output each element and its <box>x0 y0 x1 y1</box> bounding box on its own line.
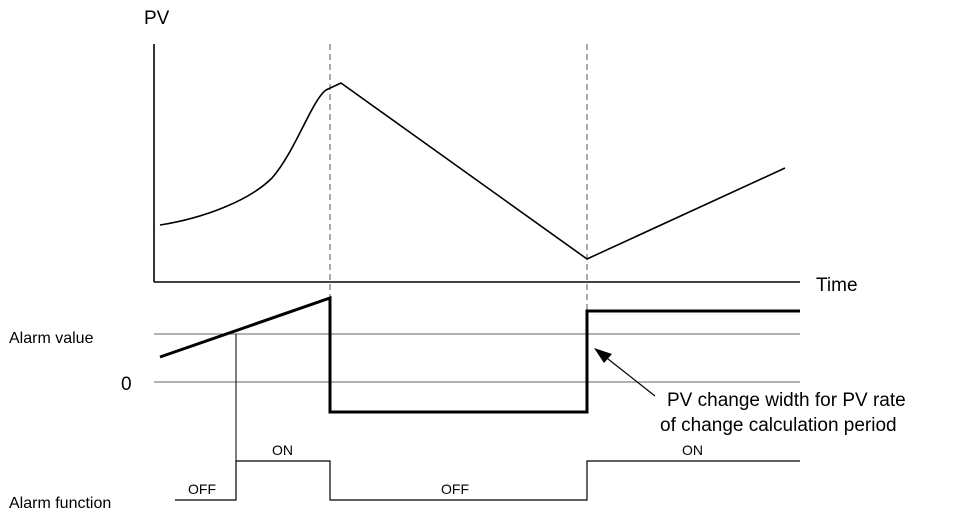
zero-label: 0 <box>121 374 132 395</box>
alarm-function-label: Alarm function <box>9 495 111 512</box>
rate-of-change-waveform <box>159 295 800 414</box>
annotation-text-line-1: PV change width for PV rate <box>667 390 906 411</box>
state-off-label-1: OFF <box>188 481 216 497</box>
annotation-text-line-2: of change calculation period <box>660 415 897 436</box>
alarm-value-label: Alarm value <box>9 330 94 347</box>
time-axis-label: Time <box>816 275 858 296</box>
state-off-label-2: OFF <box>441 481 469 497</box>
pv-curve <box>159 82 786 260</box>
annotation-arrowhead <box>594 348 612 363</box>
state-on-label-1: ON <box>272 442 293 458</box>
pv-axis-label: PV <box>144 8 170 29</box>
state-on-label-2: ON <box>682 442 703 458</box>
alarm-function-waveform <box>175 460 800 501</box>
annotation-arrow-line <box>602 354 656 397</box>
